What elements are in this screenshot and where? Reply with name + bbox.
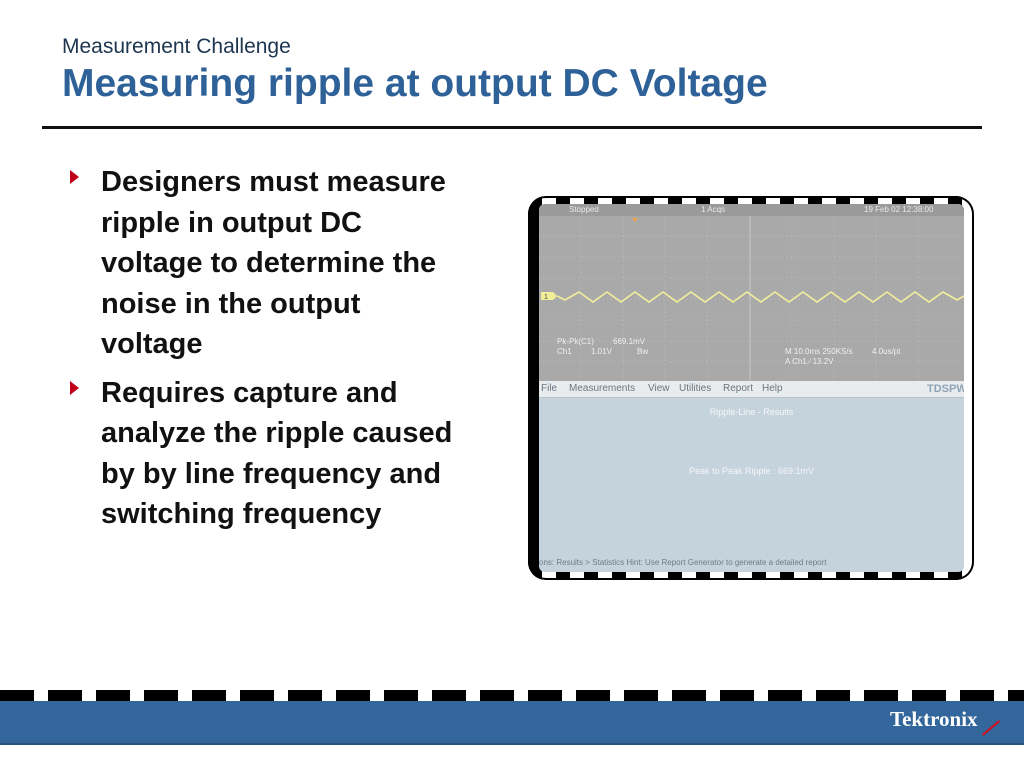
footer-band — [0, 701, 1024, 743]
bullet-line: ripple in output DC — [101, 206, 362, 239]
bullet-line: Designers must measure — [101, 166, 446, 198]
measurement-value: 669.1mV — [613, 337, 646, 346]
scope-acq-count: 1 Acqs — [701, 205, 726, 214]
tektronix-logo: Tektronix — [890, 707, 978, 731]
scope-run-state: Stopped — [569, 205, 599, 214]
bullet-line: voltage — [101, 328, 203, 360]
bullet-item: Requires capture and analyze the ripple … — [70, 373, 530, 535]
bullet-line: Requires capture and — [101, 376, 398, 409]
menu-help[interactable]: Help — [762, 383, 783, 394]
measurement-label: Pk-Pk(C1) — [557, 337, 594, 346]
oscilloscope-screenshot: Stopped 1 Acqs 19 Feb 02 12:38:00 — [539, 204, 964, 572]
bullet-line: switching frequency — [101, 498, 382, 530]
bullet-line: by by line frequency and — [101, 457, 442, 490]
menu-utilities[interactable]: Utilities — [679, 383, 712, 394]
trigger-position-marker — [632, 218, 638, 222]
slide-subtitle: Measurement Challenge — [62, 35, 291, 58]
title-divider — [42, 126, 982, 129]
bullet-line: voltage to determine the — [101, 247, 437, 279]
bullet-text: Requires capture and analyze the ripple … — [101, 373, 452, 535]
bullet-line: noise in the output — [101, 287, 361, 320]
scope-hint-bar: ons: Results > Statistics Hint: Use Repo… — [539, 558, 827, 567]
menu-measurements[interactable]: Measurements — [569, 383, 636, 394]
timebase-readout: M 10.0ms 250KS/s — [785, 347, 853, 356]
footer-checker-strip — [0, 690, 1024, 701]
bullet-list: Designers must measure ripple in output … — [70, 162, 530, 543]
bullet-text: Designers must measure ripple in output … — [101, 162, 446, 365]
ch1-label: Ch1 — [557, 347, 572, 356]
bullet-triangle-icon — [70, 170, 79, 184]
ripple-waveform — [556, 291, 964, 303]
bullet-line: analyze the ripple caused — [101, 417, 453, 449]
results-title: Ripple-Line - Results — [709, 407, 794, 417]
slide-title: Measuring ripple at output DC Voltage — [62, 62, 768, 105]
scope-status-bar: Stopped 1 Acqs 19 Feb 02 12:38:00 — [539, 204, 964, 216]
bullet-item: Designers must measure ripple in output … — [70, 162, 530, 365]
waveform-graticule: 1 — [539, 216, 964, 381]
ch1-bandwidth: Bw — [637, 347, 649, 356]
ch1-scale: 1.01V — [591, 347, 612, 356]
sample-interval-readout: 4.0us/pt — [872, 347, 901, 356]
waveform-display: 1 Pk-Pk(C1) 669.1mV Ch1 1.01V Bw M 10.0m… — [539, 216, 964, 381]
menu-view[interactable]: View — [648, 383, 670, 394]
menu-report[interactable]: Report — [723, 383, 754, 394]
peak-to-peak-result: Peak to Peak Ripple : 669.1mV — [688, 466, 815, 476]
app-brand: TDSPW — [927, 383, 964, 395]
footer-underline — [0, 743, 1024, 745]
channel-1-marker — [541, 292, 557, 300]
bullet-triangle-icon — [70, 380, 79, 395]
channel-1-marker-label: 1 — [544, 294, 548, 301]
trigger-readout: A Ch1 ∕ 13.2V — [785, 357, 834, 366]
app-menu-bar: File Measurements View Utilities Report … — [539, 381, 964, 398]
menu-file[interactable]: File — [541, 383, 558, 394]
scope-date: 19 Feb 02 12:38:00 — [864, 205, 934, 214]
